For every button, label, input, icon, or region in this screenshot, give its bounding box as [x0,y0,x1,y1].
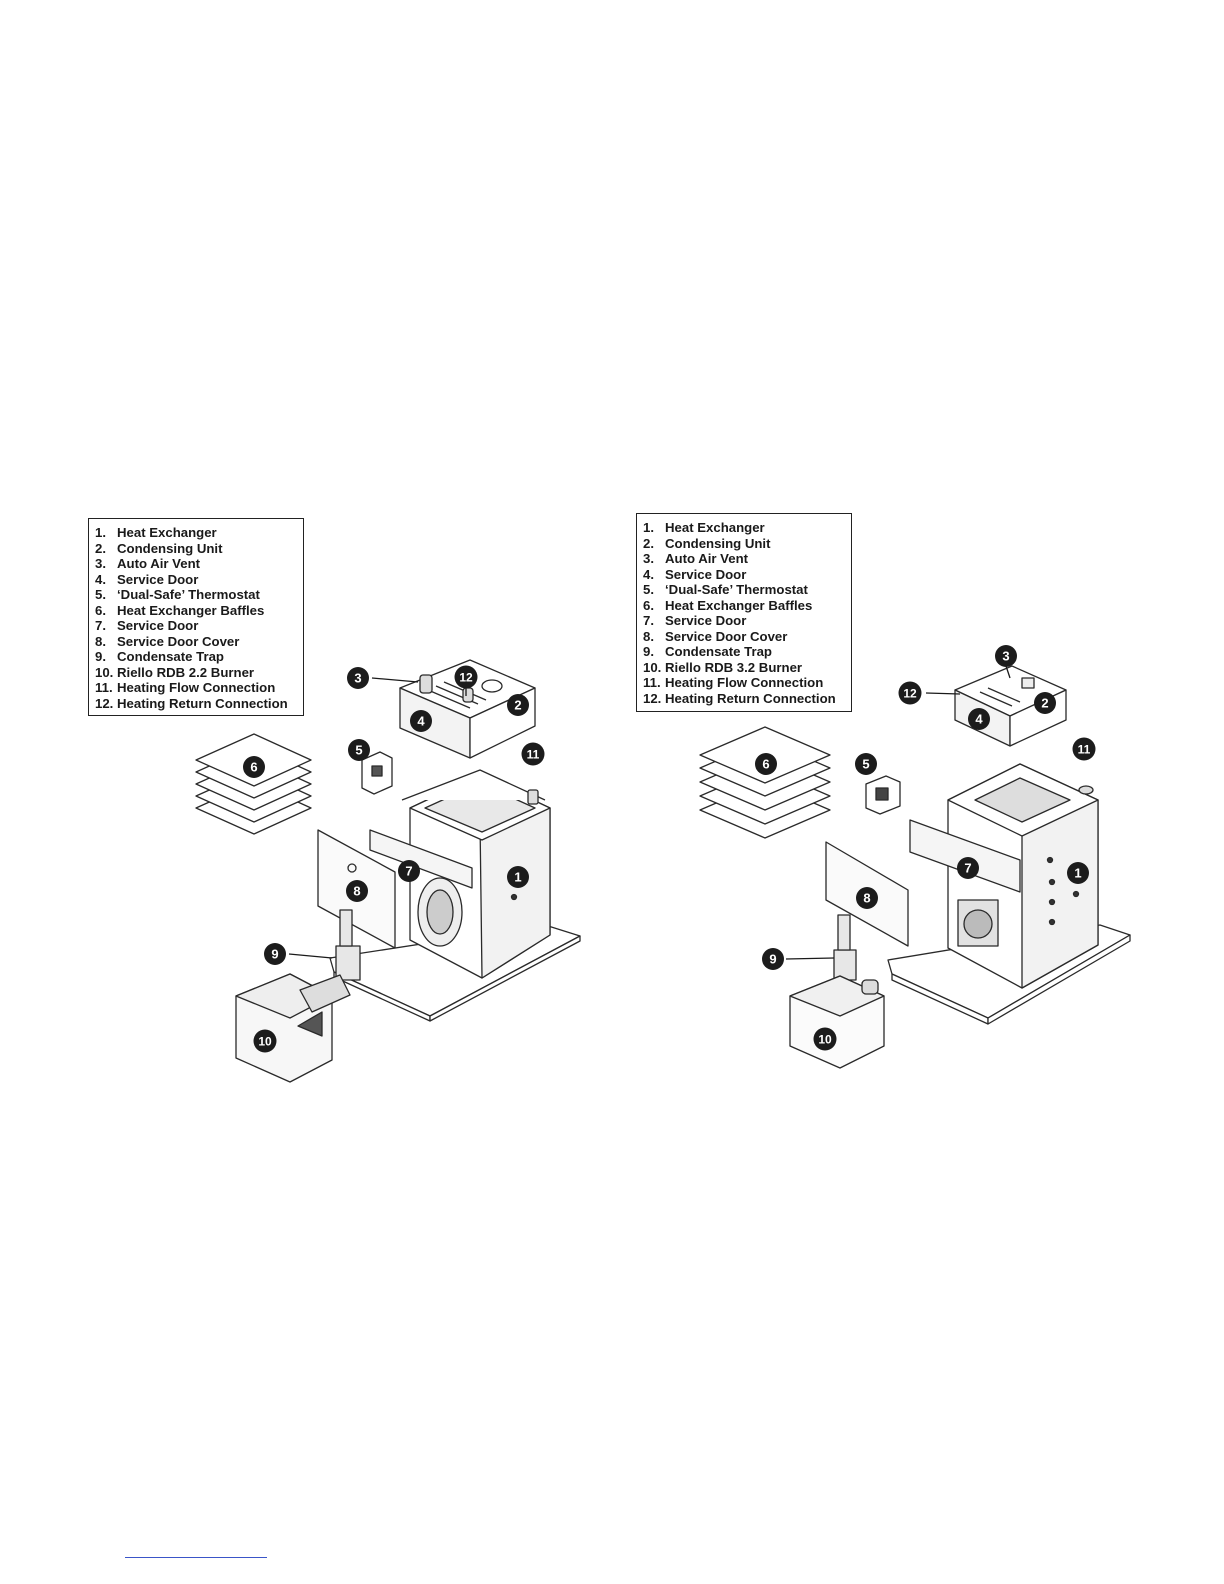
callout-number: 7 [405,864,412,879]
callout-number: 2 [514,698,521,713]
callout-badge-4: 4 [410,710,432,732]
legend-item: 3.Auto Air Vent [95,556,201,572]
heat-exchanger-drawing [401,769,551,979]
legend-item: 1.Heat Exchanger [95,525,217,540]
callout-badge-7: 7 [398,860,420,882]
callout-number: 11 [1078,743,1091,757]
callout-number: 1 [1074,866,1081,881]
callout-number: 6 [762,757,769,772]
callout-number: 4 [975,712,983,727]
legend-item: 2.Condensing Unit [95,540,223,556]
legend-item: 8.Service Door Cover [95,633,240,649]
burner-drawing [235,973,351,1083]
callout-badge-2: 2 [507,694,529,716]
legend-item: 9.Condensate Trap [643,644,772,660]
callout-badge-11: 11 [521,742,545,766]
legend-item: 6.Heat Exchanger Baffles [643,597,813,613]
callout-badge-12: 12 [898,681,922,705]
callout-badge-10: 10 [253,1029,277,1053]
callout-badge-12: 12 [454,665,478,689]
legend-item: 4.Service Door [643,566,747,582]
callout-number: 5 [355,743,362,758]
legend-item: 7.Service Door [95,618,199,634]
callout-number: 12 [459,671,473,685]
callout-number: 2 [1041,696,1048,711]
callout-number: 12 [903,687,917,701]
burner-drawing [789,975,885,1069]
footer-link-underline [125,1557,267,1558]
legend-right: 1.Heat Exchanger 2.Condensing Unit 3.Aut… [636,513,852,712]
callout-badge-10: 10 [813,1027,837,1051]
legend-item: 8.Service Door Cover [643,628,788,644]
callout-number: 5 [862,757,869,772]
callout-number: 9 [271,947,278,962]
heat-exchanger-baffles-drawing [699,726,831,839]
legend-item: 12.Heating Return Connection [643,691,836,707]
legend-item: 5.‘Dual-Safe’ Thermostat [643,582,808,598]
heat-exchanger-baffles-drawing [195,733,312,835]
callout-badge-9: 9 [264,943,286,965]
callout-badge-1: 1 [1067,862,1089,884]
thermostat-drawing [865,775,901,815]
callout-badge-6: 6 [755,753,777,775]
legend-item: 5.‘Dual-Safe’ Thermostat [95,587,260,603]
legend-item: 1.Heat Exchanger [643,520,765,535]
legend-item: 12.Heating Return Connection [95,696,288,712]
callout-badge-1: 1 [507,866,529,888]
callout-number: 8 [863,891,870,906]
thermostat-drawing [361,751,393,795]
legend-item: 7.Service Door [643,613,747,629]
callout-number: 11 [527,748,540,762]
callout-number: 10 [818,1033,832,1047]
legend-item: 11.Heating Flow Connection [643,675,824,691]
callout-number: 1 [514,870,521,885]
callout-number: 10 [258,1035,272,1049]
callout-badge-7: 7 [957,857,979,879]
callout-badge-2: 2 [1034,692,1056,714]
callout-number: 8 [353,884,360,899]
callout-number: 7 [964,861,971,876]
condensate-trap-drawing [335,909,361,981]
callout-badge-6: 6 [243,756,265,778]
callout-number: 3 [354,671,361,686]
legend-left: 1.Heat Exchanger 2.Condensing Unit 3.Aut… [88,518,304,716]
legend-item: 10.Riello RDB 3.2 Burner [643,659,803,675]
callout-number: 3 [1002,649,1009,664]
legend-item: 10.Riello RDB 2.2 Burner [95,664,255,680]
callout-number: 9 [769,952,776,967]
callout-badge-5: 5 [855,753,877,775]
callout-badge-4: 4 [968,708,990,730]
callout-badge-8: 8 [856,887,878,909]
callout-badge-3: 3 [347,667,369,689]
service-door-drawing [369,829,473,889]
condensate-trap-drawing [833,914,857,981]
callout-badge-3: 3 [995,645,1017,667]
service-door-drawing [909,819,1021,893]
callout-number: 6 [250,760,257,775]
callout-badge-5: 5 [348,739,370,761]
callout-badge-11: 11 [1072,737,1096,761]
legend-item: 9.Condensate Trap [95,649,224,665]
legend-item: 2.Condensing Unit [643,535,771,551]
legend-item: 3.Auto Air Vent [643,551,749,567]
callout-badge-9: 9 [762,948,784,970]
legend-item: 4.Service Door [95,571,199,587]
legend-item: 6.Heat Exchanger Baffles [95,602,265,618]
callout-badge-8: 8 [346,880,368,902]
legend-item: 11.Heating Flow Connection [95,680,276,696]
heat-exchanger-drawing [947,763,1099,989]
callout-number: 4 [417,714,425,729]
